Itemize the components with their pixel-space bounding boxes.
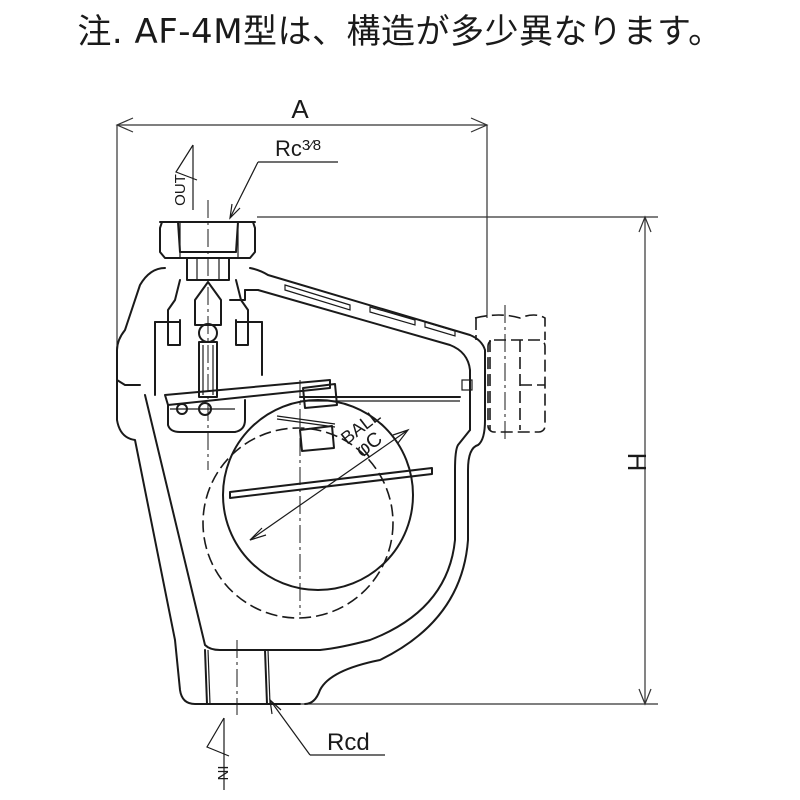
valve-mechanism xyxy=(154,279,338,452)
inlet-flow-arrow: IN xyxy=(206,717,231,790)
outlet-thread-callout: Rc3⁄8 xyxy=(229,136,338,220)
outlet-flow-arrow: OUT xyxy=(172,144,198,210)
dimension-h: H xyxy=(257,215,658,706)
dimension-a-label: A xyxy=(291,94,309,124)
inlet-thread-callout: Rcd xyxy=(269,698,385,756)
ball-float: BALL φC xyxy=(202,380,433,619)
valve-body xyxy=(116,267,486,705)
dimension-h-label: H xyxy=(622,453,652,472)
inlet-thread-label: Rcd xyxy=(327,729,370,756)
structure-note: 注. AF-4M型は、構造が多少異なります。 xyxy=(77,12,723,52)
inlet-label: IN xyxy=(214,766,231,781)
outlet-thread-label: Rc3⁄8 xyxy=(275,136,321,161)
outlet-label: OUT xyxy=(172,174,189,206)
inlet-port xyxy=(204,640,271,715)
dimension-a: A xyxy=(115,94,489,345)
outlet-fitting xyxy=(159,200,256,470)
side-plug xyxy=(474,305,546,440)
